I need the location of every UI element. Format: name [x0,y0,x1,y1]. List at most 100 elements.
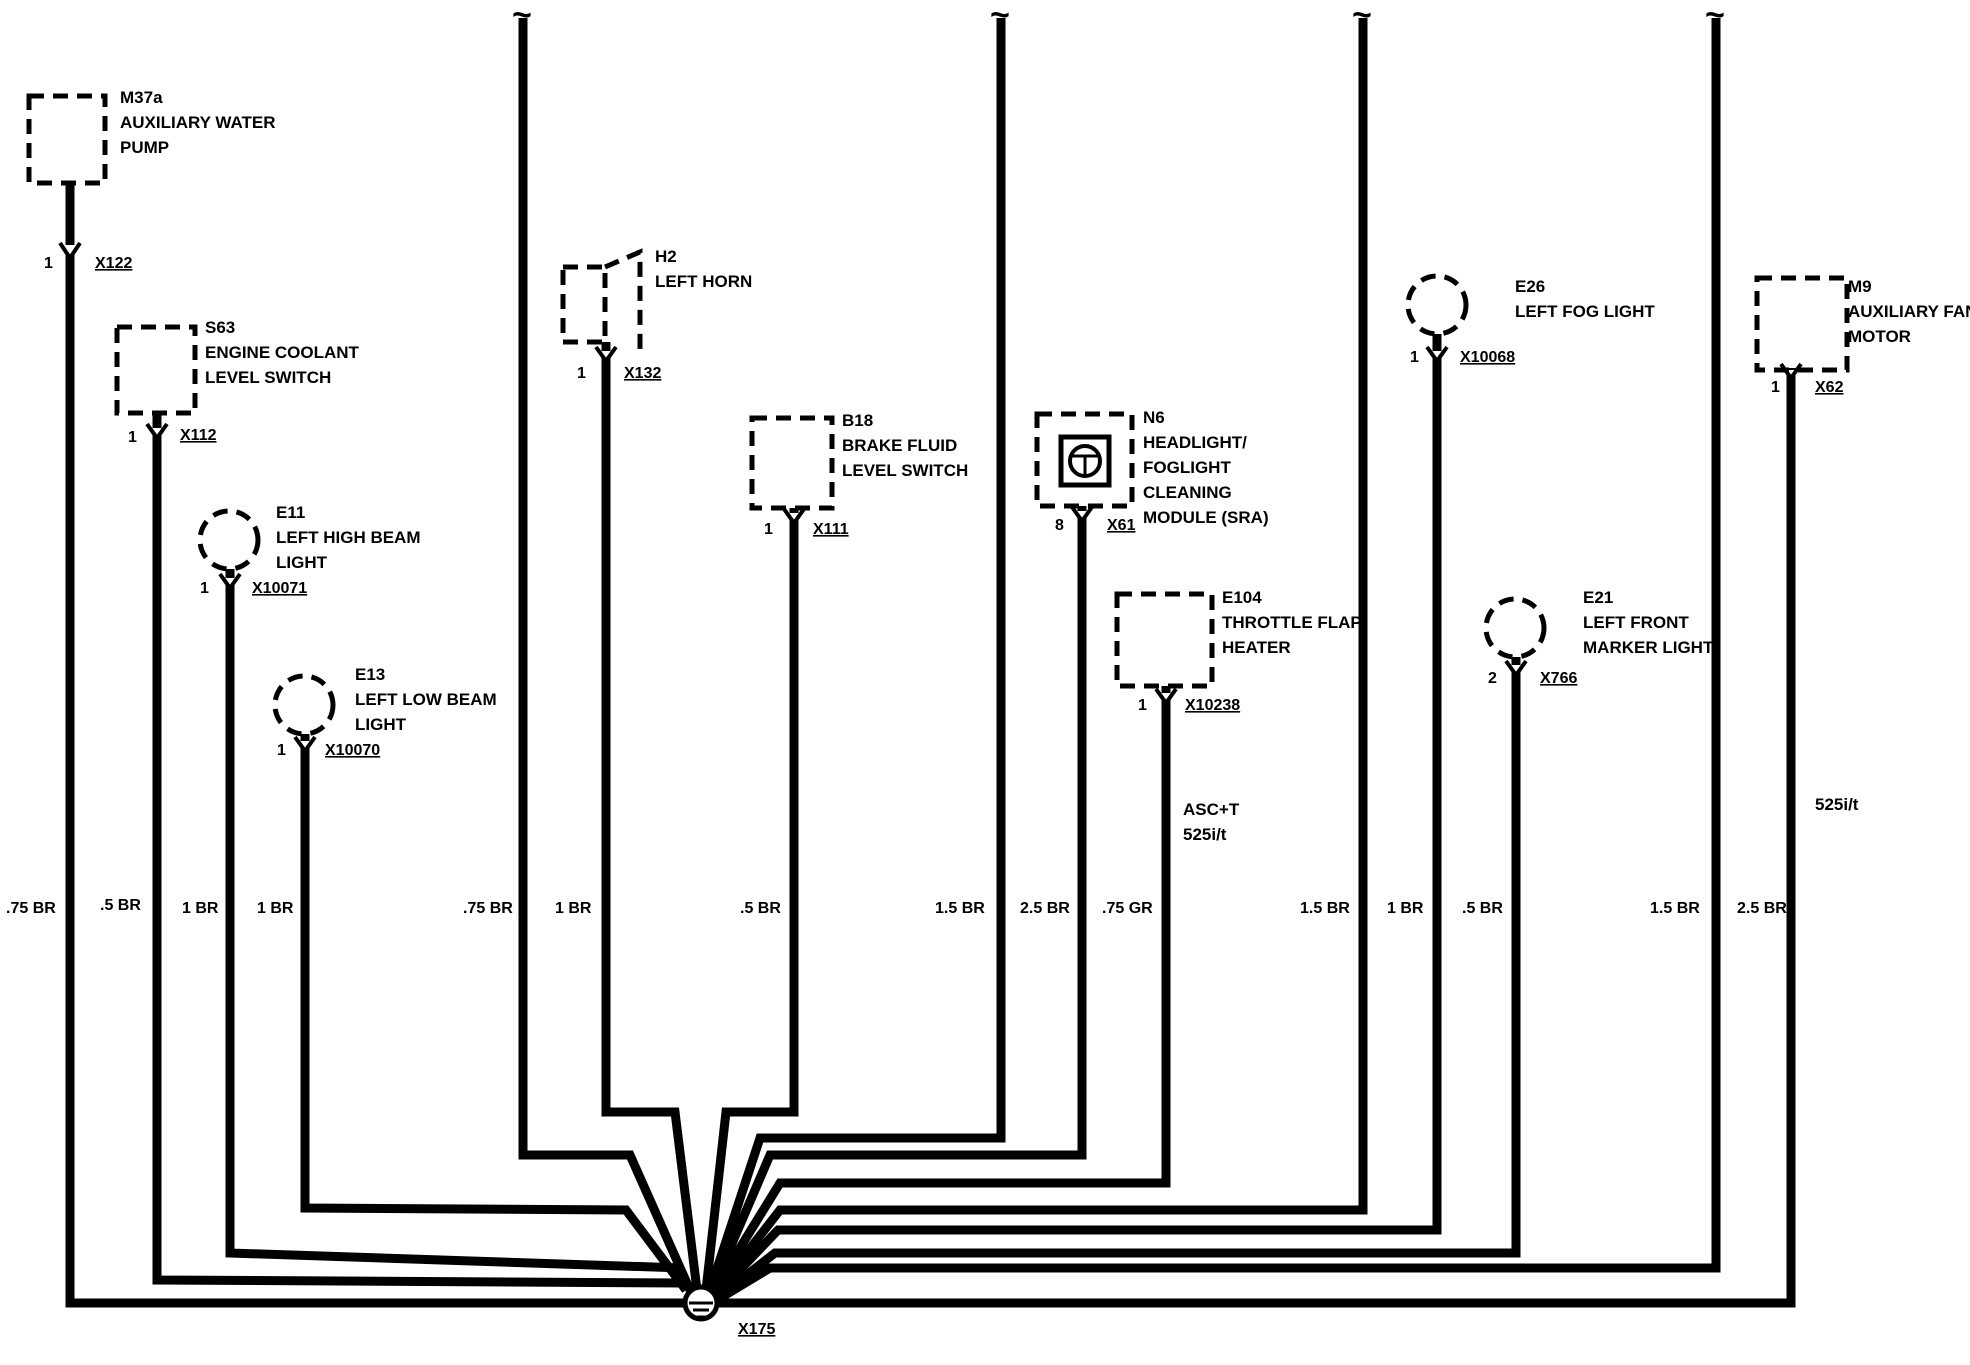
gauge-label-2: .5 BR [100,897,141,914]
s63-connector: X112 [180,427,217,444]
gauge-label-9: 2.5 BR [1020,900,1070,917]
e104-connector: X10238 [1185,697,1240,714]
gauge-label-14: 1.5 BR [1650,900,1700,917]
e13-id: E13 [355,665,385,684]
gauge-label-7: .5 BR [740,900,781,917]
h2-horn-box-icon [560,264,608,345]
e104-pin-arrow-icon [1154,687,1178,707]
b18-id: B18 [842,411,873,430]
gauge-label-3: 1 BR [182,900,219,917]
n6-pin-arrow-icon [1070,505,1094,525]
gauge-label-13: .5 BR [1462,900,1503,917]
e104-name-1: THROTTLE FLAP [1222,613,1362,632]
b18-pin-arrow-icon [782,507,806,527]
e13-connector: X10070 [325,742,380,759]
wire-e21-x766 [714,672,1521,1302]
wire-break-4 [714,18,1721,1304]
e21-id: E21 [1583,588,1613,607]
gauge-label-6: 1 BR [555,900,592,917]
e13-lamp-icon [272,673,336,737]
m9-id: M9 [1848,277,1872,296]
e104-box-icon [1114,591,1215,689]
e21-pin: 2 [1488,670,1497,687]
e21-pin-arrow-icon [1504,659,1528,679]
m37a-pin: 1 [44,255,53,272]
h2-connector: X132 [624,365,661,382]
m9-name-2: MOTOR [1848,327,1911,346]
break-symbol-4: ~ [1705,0,1725,34]
h2-pin-arrow-icon [594,345,618,365]
m37a-box-icon [26,93,108,186]
component-h2: H2 LEFT HORN 1 X132 [560,247,752,382]
e21-lamp-icon [1483,596,1547,660]
n6-module-icon [1058,434,1112,488]
n6-module-symbol-detail [1072,454,1098,476]
e11-pin: 1 [200,580,209,597]
e104-note-2: 525i/t [1183,825,1227,844]
s63-pin: 1 [128,429,137,446]
h2-id: H2 [655,247,677,266]
e104-name-2: HEATER [1222,638,1291,657]
n6-name-2: FOGLIGHT [1143,458,1231,477]
s63-box-icon [114,324,198,416]
e104-note-1: ASC+T [1183,800,1240,819]
gauge-label-11: 1.5 BR [1300,900,1350,917]
e11-pin-arrow-icon [218,572,242,592]
e11-connector: X10071 [252,580,307,597]
break-symbol-3: ~ [1352,0,1372,34]
m37a-pin-arrow-icon [58,241,82,262]
h2-pin: 1 [577,365,586,382]
s63-name-2: LEVEL SWITCH [205,368,331,387]
wire-e26-x10068 [712,358,1442,1299]
wire-m37a-x122 [65,255,684,1308]
n6-name-4: MODULE (SRA) [1143,508,1269,527]
gauge-label-4: 1 BR [257,900,294,917]
e11-name-2: LIGHT [276,553,328,572]
b18-pin: 1 [764,521,773,538]
n6-connector: X61 [1107,517,1136,534]
e26-connector: X10068 [1460,349,1515,366]
b18-connector: X111 [813,521,849,538]
e13-pin-arrow-icon [293,735,317,755]
gauge-label-8: 1.5 BR [935,900,985,917]
e21-name-2: MARKER LIGHT [1583,638,1714,657]
m9-name-1: AUXILIARY FAN [1848,302,1970,321]
component-e21: E21 LEFT FRONT MARKER LIGHT 2 X766 [1483,588,1714,687]
e13-name-1: LEFT LOW BEAM [355,690,497,709]
m9-note: 525i/t [1815,795,1859,814]
wire-e104-x10238 [710,700,1171,1293]
component-b18: B18 BRAKE FLUID LEVEL SWITCH 1 X111 [749,411,968,538]
h2-horn-bell-icon [604,248,643,357]
n6-pin: 8 [1055,517,1064,534]
n6-name-1: HEADLIGHT/ [1143,433,1247,452]
ground-x175: X175 [682,1284,775,1338]
h2-name-1: LEFT HORN [655,272,752,291]
m37a-id: M37a [120,88,163,107]
e104-id: E104 [1222,588,1262,607]
s63-id: S63 [205,318,235,337]
e13-pin: 1 [277,742,286,759]
component-e26: E26 LEFT FOG LIGHT 1 X10068 [1405,273,1655,366]
m37a-name-2: PUMP [120,138,169,157]
e26-lamp-icon [1405,273,1469,337]
n6-name-3: CLEANING [1143,483,1232,502]
component-s63: S63 ENGINE COOLANT LEVEL SWITCH 1 X112 [114,318,360,446]
s63-pin-arrow-icon [145,422,169,442]
ground-connector: X175 [738,1321,775,1338]
m9-box-icon [1754,275,1850,373]
wire-gauge-labels: .75 BR .5 BR 1 BR 1 BR .75 BR 1 BR .5 BR… [6,897,1787,917]
e104-pin: 1 [1138,697,1147,714]
component-m9: M9 AUXILIARY FAN MOTOR 1 X62 525i/t [1754,275,1970,814]
break-symbol-1: ~ [512,0,532,34]
ground-symbol-icon [689,1301,713,1319]
e26-pin-arrow-icon [1425,345,1449,365]
wires [65,18,1796,1308]
b18-box-icon [749,415,835,511]
m37a-connector: X122 [95,255,132,272]
wire-e13-x10070 [300,748,690,1293]
m9-pin-arrow-icon [1779,362,1803,382]
wire-m9-x62 [717,375,1796,1308]
b18-name-2: LEVEL SWITCH [842,461,968,480]
